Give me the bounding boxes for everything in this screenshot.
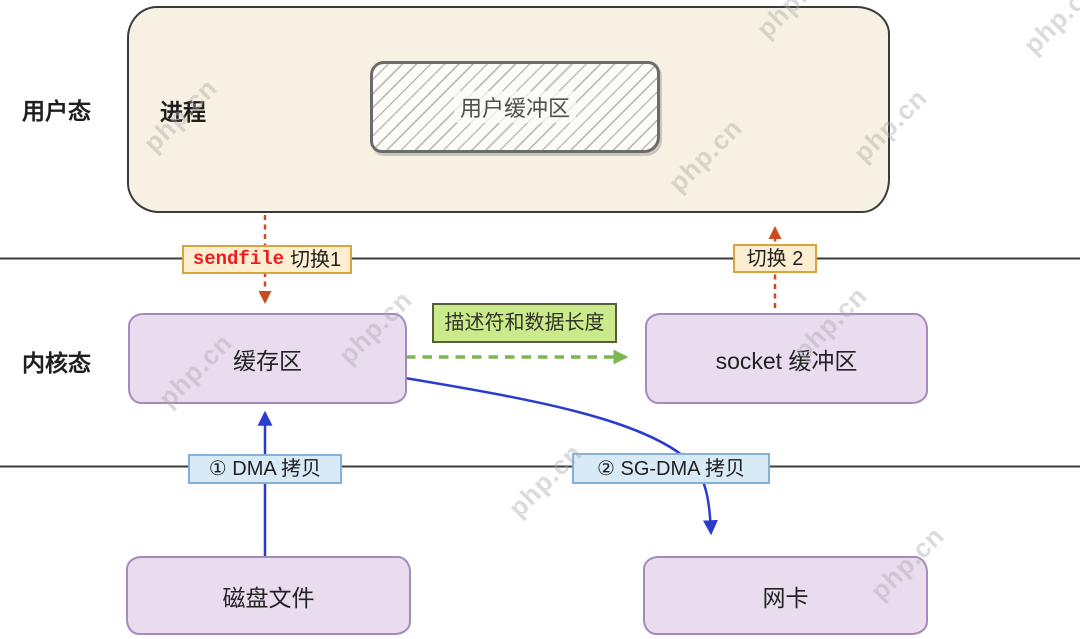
sg-dma-copy-tag: ② SG-DMA 拷贝	[572, 453, 770, 484]
socket-buffer-label: socket 缓冲区	[715, 347, 858, 374]
sendfile-text: sendfile	[192, 248, 285, 270]
kernel-buffer-label: 缓存区	[233, 347, 302, 374]
disk-file-box: 磁盘文件	[126, 556, 411, 635]
user-mode-label: 用户态	[22, 98, 91, 124]
kernel-mode-label: 内核态	[22, 350, 91, 376]
disk-file-label: 磁盘文件	[222, 584, 315, 611]
socket-buffer-box: socket 缓冲区	[645, 313, 928, 404]
user-buffer-box: 用户缓冲区	[370, 61, 660, 153]
switch1-text: 切换1	[290, 248, 342, 271]
descriptor-length-tag: 描述符和数据长度	[432, 303, 617, 343]
network-card-label: 网卡	[762, 584, 809, 611]
sendfile-switch1-tag: sendfile 切换1	[182, 245, 352, 274]
user-buffer-label: 用户缓冲区	[453, 91, 576, 123]
process-label: 进程	[160, 99, 206, 125]
kernel-buffer-box: 缓存区	[128, 313, 407, 404]
blue-curve-arrow-sg-dma-copy	[404, 376, 718, 536]
dma-copy-tag: ① DMA 拷贝	[188, 454, 342, 484]
switch2-tag: 切换 2	[733, 244, 817, 273]
network-card-box: 网卡	[643, 556, 928, 635]
